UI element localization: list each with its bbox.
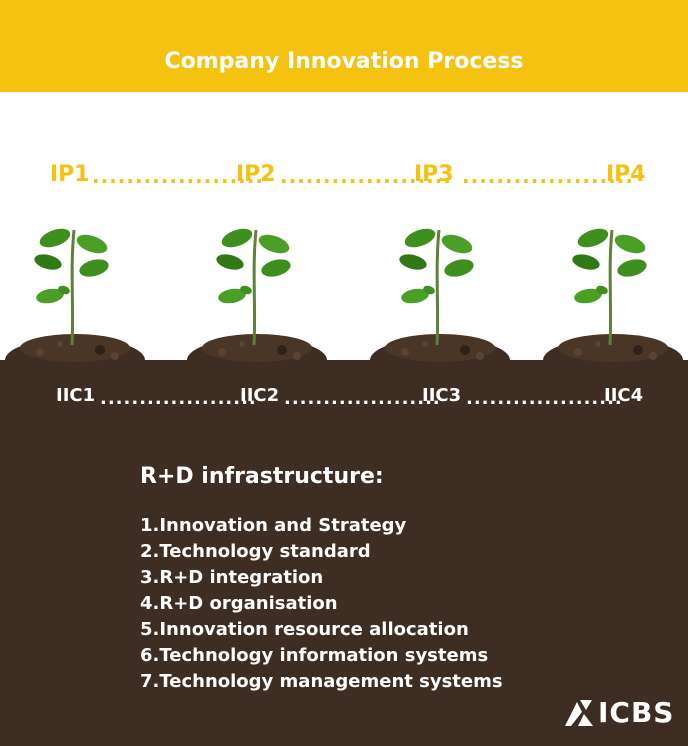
page-title: Company Innovation Process (164, 49, 524, 74)
list-item: 7.Technology management systems (140, 671, 503, 692)
list-item: 4.R+D organisation (140, 593, 338, 614)
title-banner: Company Innovation Process (0, 0, 688, 92)
ip-label-1: IP1 (50, 162, 90, 187)
list-item: 5.Innovation resource allocation (140, 619, 469, 640)
seedling-icon (187, 228, 327, 370)
list-item: 2.Technology standard (140, 541, 371, 562)
iic-connector-2: .................... (284, 388, 441, 409)
iic-label-4: IIC4 (604, 385, 644, 406)
iic-label-1: IIC1 (56, 385, 96, 406)
list-item: 6.Technology information systems (140, 645, 489, 666)
list-item: 3.R+D integration (140, 567, 324, 588)
iic-label-3: IIC3 (422, 385, 462, 406)
ip-label-2: IP2 (236, 162, 276, 187)
icbs-logo: ICBS (560, 694, 673, 730)
rd-infrastructure-title: R+D infrastructure: (140, 464, 384, 489)
seedling-icon (5, 228, 145, 370)
ip-connector-2: .................... (280, 164, 452, 188)
seedling-icon (370, 228, 510, 370)
soil-ground (0, 360, 688, 746)
ip-label-4: IP4 (606, 162, 646, 187)
ip-connector-3: .................... (462, 164, 634, 188)
iic-connector-3: .................... (466, 388, 623, 409)
ip-connector-1: .................... (92, 164, 264, 188)
logo-text: ICBS (598, 696, 675, 729)
ip-label-3: IP3 (414, 162, 454, 187)
icbs-logo-icon (565, 700, 593, 726)
iic-label-2: IIC2 (240, 385, 280, 406)
rd-infrastructure-list: 1.Innovation and Strategy 2.Technology s… (140, 513, 503, 695)
iic-connector-1: .................... (100, 388, 257, 409)
seedling-icon (543, 228, 683, 370)
list-item: 1.Innovation and Strategy (140, 515, 407, 536)
